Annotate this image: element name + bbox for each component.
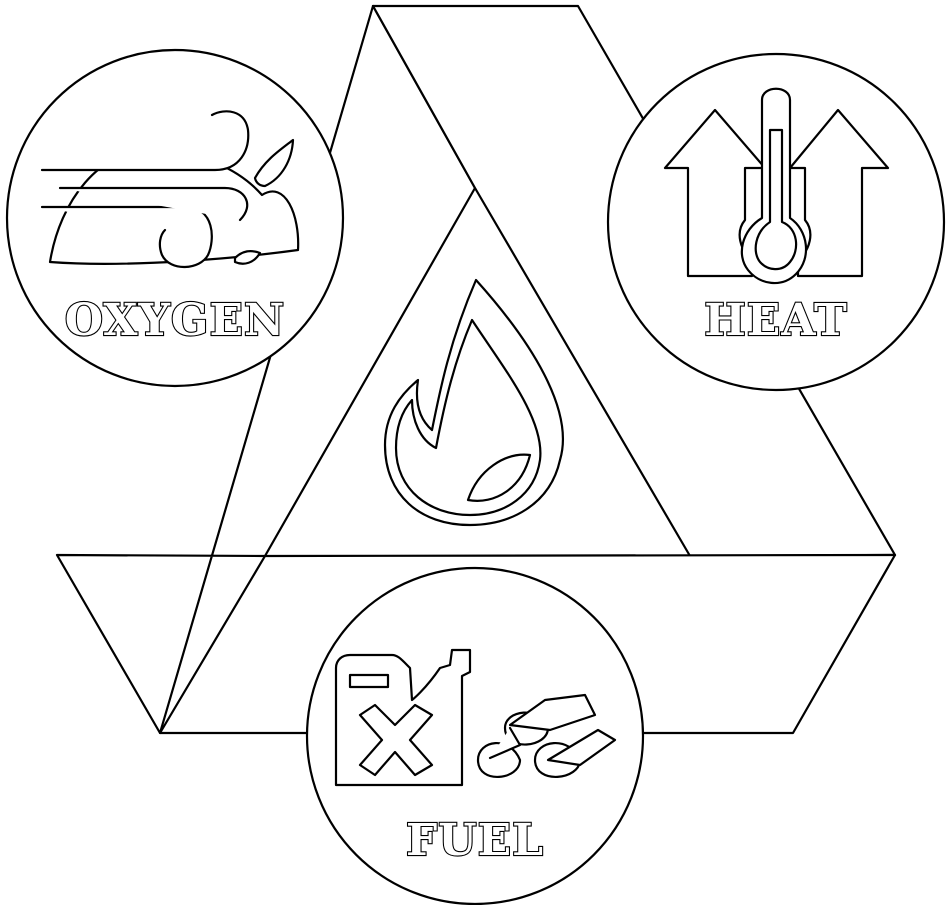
- oxygen-label: OXYGEN: [65, 295, 285, 346]
- oxygen-node: OXYGEN: [7, 50, 343, 386]
- flame-icon: [385, 280, 563, 525]
- heat-label: HEAT: [704, 295, 848, 346]
- heat-node: HEAT: [608, 54, 944, 390]
- fuel-label: FUEL: [406, 815, 544, 866]
- fuel-node: FUEL: [307, 568, 643, 904]
